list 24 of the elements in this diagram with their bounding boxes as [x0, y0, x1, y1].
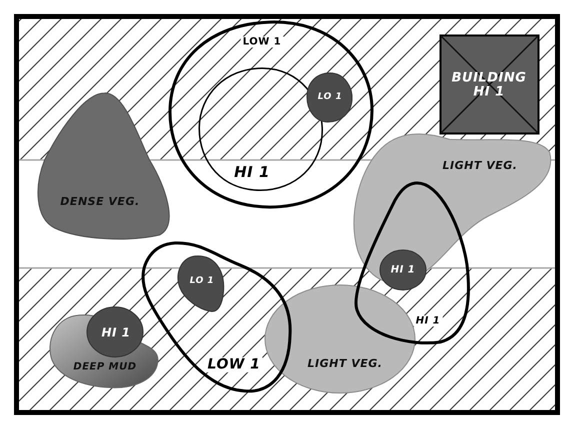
area-label: LOW 1: [240, 36, 284, 48]
terrain-spot: [306, 72, 354, 123]
building-square: [438, 34, 540, 134]
area-label: HI 1: [414, 315, 442, 326]
terrain-spot: [378, 248, 427, 291]
area-label: HI 1: [390, 264, 416, 276]
area-label: DENSE VEG.: [60, 196, 140, 208]
vegetation-area: [353, 132, 552, 284]
area-label: LIGHT VEG.: [442, 160, 518, 172]
terrain-spot: [86, 306, 144, 358]
contour-outline: [354, 180, 470, 345]
area-label: BUILDING HI 1: [450, 72, 528, 100]
area-label: DEEP MUD: [73, 361, 137, 372]
vegetation-area: [264, 284, 416, 394]
area-label: LIGHT VEG.: [308, 358, 382, 370]
terrain-spot: [177, 254, 226, 312]
area-label: LOW 1: [206, 357, 262, 373]
area-label: LO 1: [190, 277, 214, 287]
vegetation-area: [37, 92, 171, 240]
contour-outline: [168, 20, 374, 209]
contour-outline: [140, 240, 292, 394]
area-label: HI 1: [234, 164, 270, 180]
area-label: HI 1: [101, 326, 131, 340]
area-label: LO 1: [318, 93, 342, 103]
